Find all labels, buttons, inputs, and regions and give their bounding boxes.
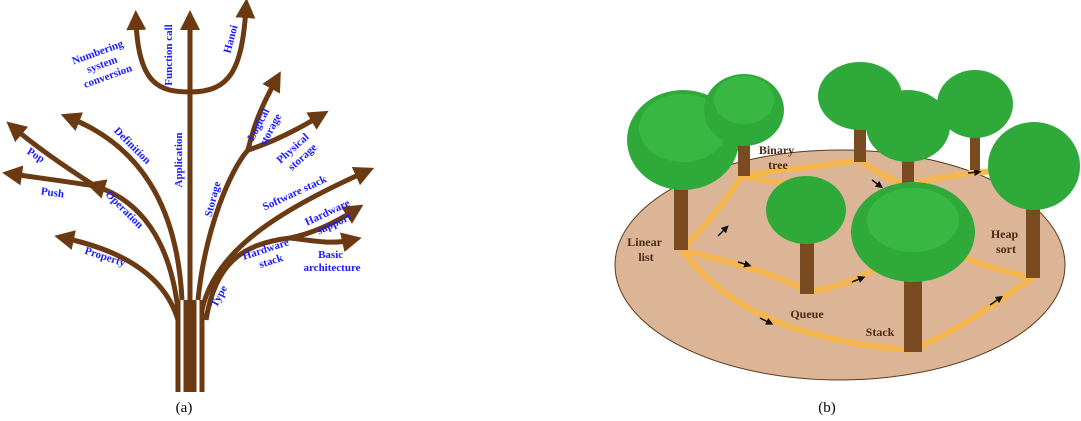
panel-a-concept-tree: Numbering system conversion Function cal… [12, 8, 365, 416]
label-application: Application [173, 132, 185, 187]
label-function-call: Function call [163, 24, 175, 85]
label-hanoi: Hanoi [222, 24, 241, 55]
label-basic-architecture: Basic architecture [303, 249, 360, 274]
branch-storage [198, 150, 248, 300]
caption-b: (b) [818, 400, 836, 416]
label-queue: Queue [790, 307, 824, 321]
panel-b-forest: Binary tree Linear list Queue Stack Heap… [615, 62, 1080, 416]
branch-hardware-support [290, 238, 352, 242]
label-push: Push [40, 185, 65, 200]
label-stack: Stack [866, 325, 895, 339]
caption-a: (a) [176, 400, 193, 416]
branch-hanoi [190, 8, 246, 92]
label-numbering: Numbering system conversion [70, 37, 136, 92]
